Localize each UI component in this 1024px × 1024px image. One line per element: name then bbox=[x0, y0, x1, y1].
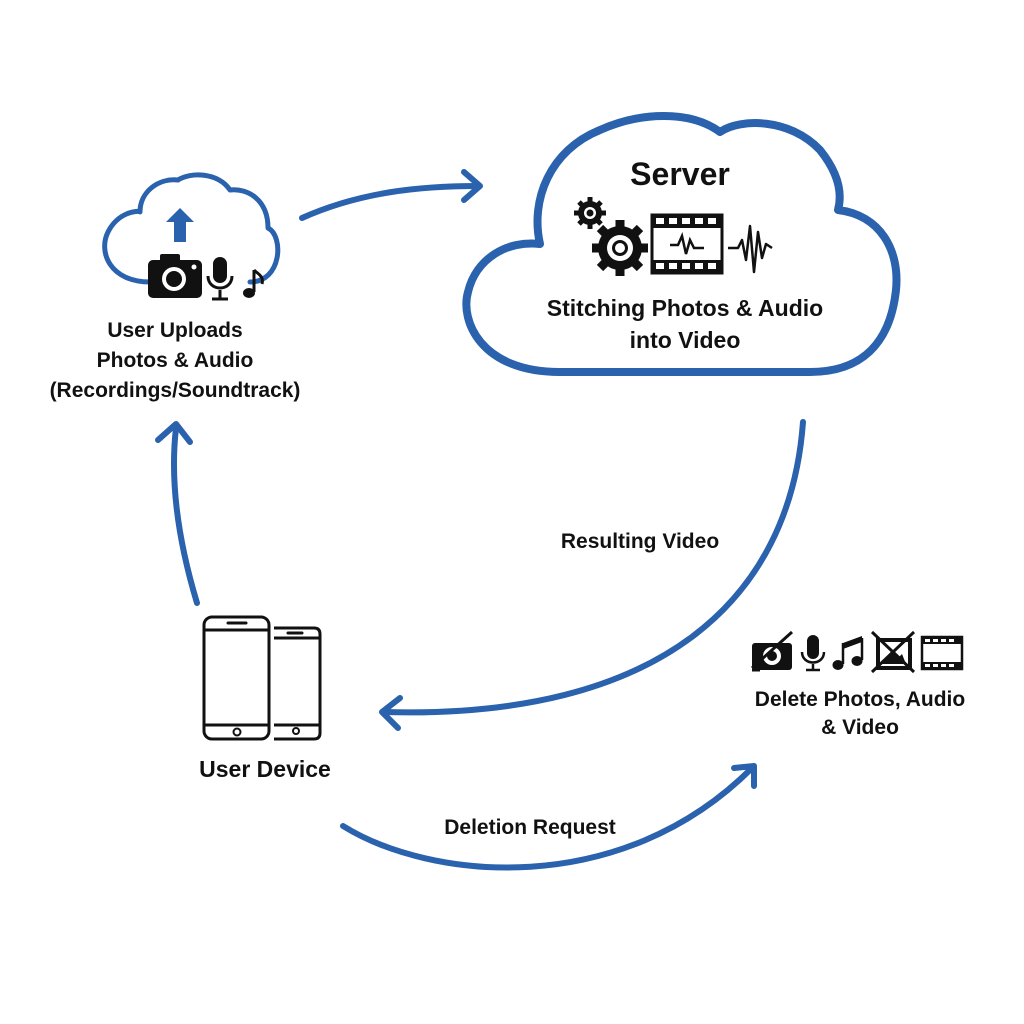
camera-crossed-icon bbox=[750, 630, 794, 672]
music-note-icon bbox=[243, 268, 264, 298]
upload-label-line: (Recordings/Soundtrack) bbox=[49, 379, 301, 402]
upload-label-line: User Uploads bbox=[107, 319, 243, 342]
delete-icons bbox=[750, 630, 964, 674]
film-strip-icon bbox=[920, 635, 964, 671]
server-label-line: into Video bbox=[629, 327, 741, 353]
image-crossed-icon bbox=[870, 630, 916, 674]
edge-label-deletion-request: Deletion Request bbox=[444, 816, 616, 839]
phone-small-icon bbox=[274, 626, 322, 741]
upload-node-label: User Uploads Photos & Audio (Recordings/… bbox=[20, 316, 330, 406]
edge-label-resulting-video: Resulting Video bbox=[560, 530, 720, 553]
server-description: Stitching Photos & Audio into Video bbox=[500, 292, 870, 356]
user-device bbox=[202, 615, 322, 741]
phone-large-icon bbox=[202, 615, 271, 741]
gear-small-icon bbox=[574, 197, 606, 229]
server-label-line: Stitching Photos & Audio bbox=[546, 295, 824, 321]
waveform-icon bbox=[728, 224, 773, 274]
cloud-icon bbox=[102, 172, 281, 285]
upload-label-line: Photos & Audio bbox=[96, 349, 254, 372]
server-cloud bbox=[462, 112, 901, 376]
server-title: Server bbox=[630, 156, 730, 192]
delete-label-line: & Video bbox=[821, 716, 899, 739]
gear-large-icon bbox=[592, 220, 648, 276]
camera-icon bbox=[148, 254, 202, 298]
microphone-icon bbox=[206, 257, 234, 301]
cloud-icon bbox=[462, 112, 901, 376]
delete-label-line: Delete Photos, Audio bbox=[754, 688, 966, 711]
arrow-device-to-delete bbox=[340, 763, 757, 871]
delete-node-label: Delete Photos, Audio & Video bbox=[735, 686, 985, 742]
arrow-device-to-upload bbox=[155, 421, 200, 606]
arrow-server-to-device bbox=[379, 419, 806, 731]
upload-cloud bbox=[102, 172, 281, 301]
arrow-upload-to-server bbox=[299, 169, 483, 221]
film-strip-icon bbox=[650, 213, 724, 275]
microphone-icon bbox=[800, 635, 826, 672]
upload-arrow-icon bbox=[166, 208, 194, 242]
music-note-icon bbox=[832, 636, 864, 670]
device-node-label: User Device bbox=[199, 756, 331, 782]
